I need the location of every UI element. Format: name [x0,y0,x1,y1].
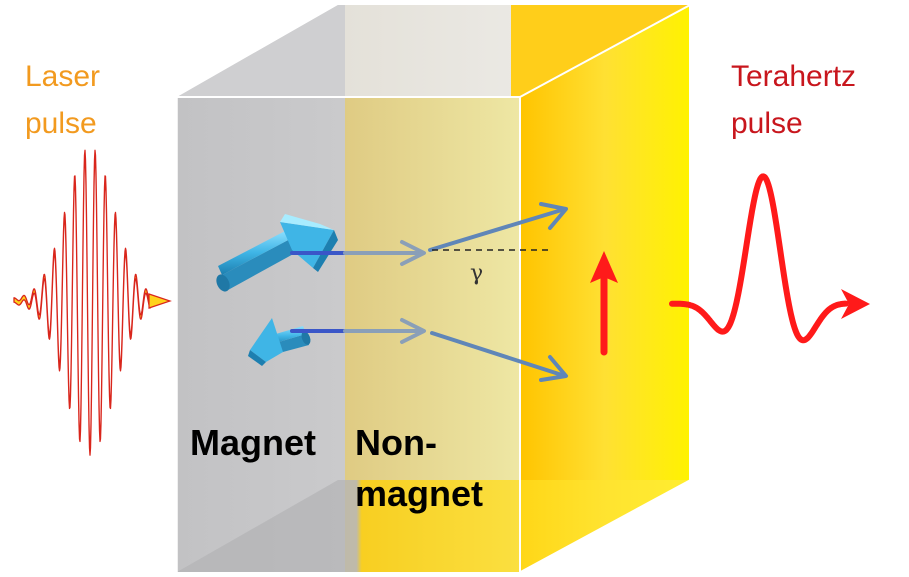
nonmagnet-label-line1: Non- [355,422,437,463]
slab-edge-bottom-right [519,479,691,573]
laser-pulse-arrowhead [148,293,172,309]
laser-pulse-wave [13,149,151,456]
red-up-arrow-icon [590,251,618,356]
slab-top-magnet-ridge [177,5,345,97]
terahertz-pulse-arrowhead [841,289,870,319]
terahertz-label-line1: Terahertz [731,60,856,93]
nonmagnet-label-line2: magnet [355,473,483,514]
terahertz-label-line2: pulse [731,107,803,140]
electron-path-upper [290,202,568,266]
slab-top-nonmagnet [345,5,520,97]
cyan-3d-arrow-icon [248,318,311,366]
angle-gamma-label: γ [470,261,483,286]
laser-label-line2: pulse [25,107,97,140]
cyan-3d-arrow-icon [216,214,338,292]
electron-path-lower [290,318,568,382]
laser-label-line1: Laser [25,60,100,93]
magnet-label: Magnet [190,422,316,463]
slab-edge-top-right [519,4,691,98]
terahertz-pulse-wave [669,173,849,344]
